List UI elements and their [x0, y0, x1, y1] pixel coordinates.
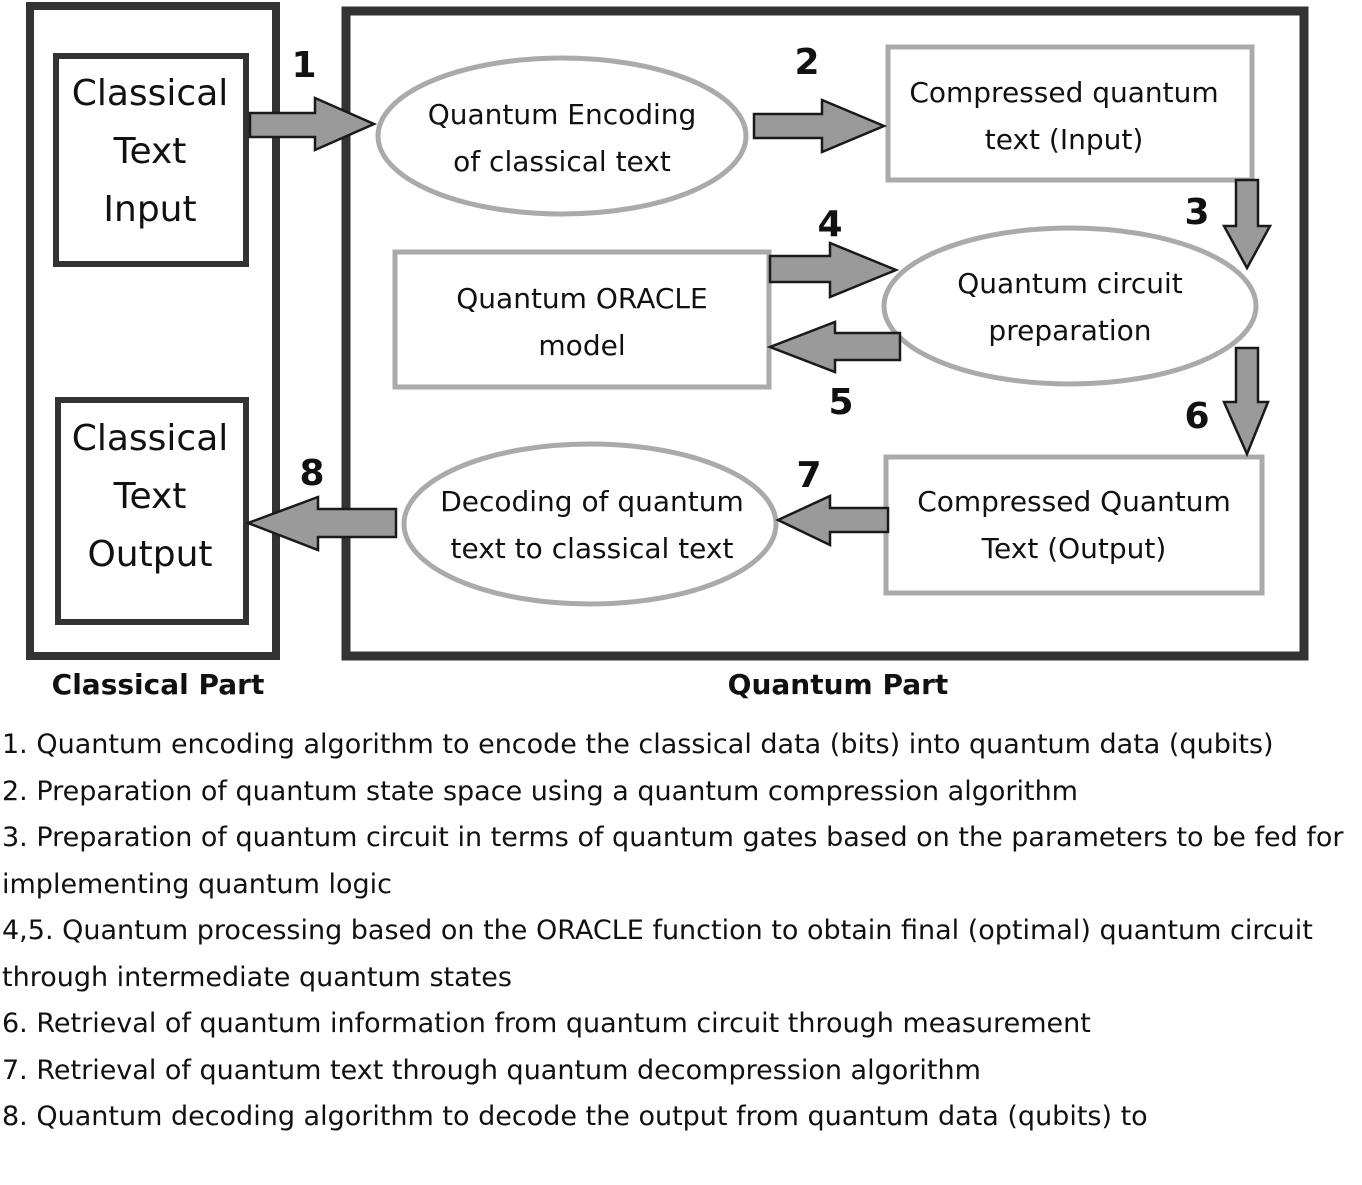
step-label-3: 3 — [1184, 192, 1209, 233]
arrow-step-6 — [1222, 346, 1270, 458]
arrow-step-7 — [775, 494, 890, 547]
classical-part-frame — [26, 2, 280, 660]
step-label-8: 8 — [299, 453, 324, 494]
arrow-step-1 — [248, 96, 378, 152]
note-step-6: 6. Retrieval of quantum information from… — [2, 1008, 1091, 1039]
arrow-step-8 — [244, 495, 398, 552]
arrow-step-5 — [766, 320, 902, 374]
step-label-5: 5 — [828, 382, 853, 423]
note-step-2: 2. Preparation of quantum state space us… — [2, 775, 1078, 807]
quantum-text-diagram: .arrow { fill: #9a9a9a; stroke: #1a1a1a;… — [26, 2, 1309, 701]
step-label-4: 4 — [817, 204, 842, 245]
note-step-8: 8. Quantum decoding algorithm to decode … — [2, 1101, 1148, 1132]
step-label-2: 2 — [794, 42, 819, 83]
compressed-output-box — [883, 454, 1265, 596]
compressed-input-box — [885, 44, 1255, 183]
arrow-step-2 — [752, 98, 888, 154]
quantum-part-label: Quantum Part — [728, 668, 949, 701]
oracle-model-box — [392, 249, 772, 390]
step-notes: 1. Quantum encoding algorithm to encode … — [2, 722, 1360, 1141]
arrow-step-4 — [768, 241, 900, 299]
quantum-encoding-ellipse — [375, 55, 749, 217]
note-step-4-5: 4,5. Quantum processing based on the ORA… — [2, 915, 1313, 993]
quantum-part-frame — [341, 6, 1309, 661]
circuit-preparation-ellipse — [881, 225, 1259, 387]
classical-part-label: Classical Part — [52, 668, 265, 701]
classical-text-output-box — [55, 397, 249, 625]
note-step-3: 3. Preparation of quantum circuit in ter… — [2, 822, 1344, 900]
step-label-6: 6 — [1184, 396, 1209, 437]
note-step-7: 7. Retrieval of quantum text through qua… — [2, 1054, 981, 1086]
note-step-1: 1. Quantum encoding algorithm to encode … — [2, 729, 1274, 760]
step-label-7: 7 — [796, 455, 821, 496]
decoding-ellipse — [401, 441, 779, 607]
step-label-1: 1 — [291, 45, 316, 86]
arrow-step-3 — [1221, 178, 1273, 271]
classical-text-input-box — [53, 53, 249, 267]
